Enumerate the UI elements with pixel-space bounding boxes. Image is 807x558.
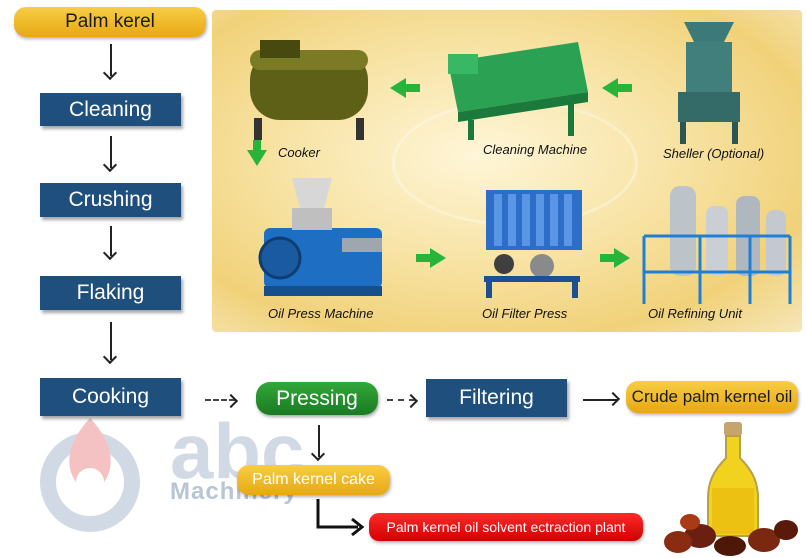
arrow-down-cake (318, 425, 320, 457)
green-arrow-bar-2 (404, 84, 420, 92)
green-arrow-right-1 (430, 248, 446, 268)
arrow-right-3 (583, 399, 617, 401)
oil-filter-press-image (484, 190, 582, 298)
green-arrow-left-1 (602, 78, 618, 98)
step-crushing: Crushing (40, 183, 181, 217)
arrow-down-2 (110, 136, 112, 168)
green-arrow-left-2 (390, 78, 406, 98)
step-crude-oil: Crude palm kernel oil (626, 381, 798, 413)
step-palm-kernel: Palm kerel (14, 7, 206, 37)
caption-refining: Oil Refining Unit (648, 306, 742, 321)
cooker-machine-image (250, 40, 368, 140)
caption-filter-press: Oil Filter Press (482, 306, 568, 321)
arrow-down-1 (110, 44, 112, 76)
sheller-machine-image (678, 22, 740, 144)
caption-oil-press: Oil Press Machine (268, 306, 374, 321)
oil-bottle-image (664, 422, 798, 556)
cleaning-machine-image (448, 42, 588, 140)
step-cake: Palm kernel cake (237, 465, 390, 495)
green-arrow-down (247, 150, 267, 166)
step-solvent-extraction: Palm kernel oil solvent ectraction plant (369, 513, 643, 541)
arrow-right-2 (387, 399, 415, 401)
green-arrow-bar-3 (253, 140, 261, 152)
caption-cleaning-machine: Cleaning Machine (483, 142, 588, 157)
step-cleaning: Cleaning (40, 93, 181, 126)
arrow-right-1 (205, 399, 235, 401)
green-arrow-bar-5 (600, 254, 616, 262)
caption-cooker: Cooker (278, 145, 320, 160)
green-arrow-right-2 (614, 248, 630, 268)
green-arrow-bar-1 (616, 84, 632, 92)
arrow-down-4 (110, 322, 112, 360)
step-cooking: Cooking (40, 378, 181, 416)
step-filtering: Filtering (426, 379, 567, 417)
green-arrow-bar-4 (416, 254, 432, 262)
caption-sheller: Sheller (Optional) (663, 146, 765, 161)
arrow-down-3 (110, 226, 112, 256)
step-pressing: Pressing (256, 382, 378, 415)
oil-refining-unit-image (642, 186, 792, 304)
arrow-elbow-solvent (316, 499, 365, 537)
step-flaking: Flaking (40, 276, 181, 310)
oil-press-machine-image (258, 178, 382, 296)
